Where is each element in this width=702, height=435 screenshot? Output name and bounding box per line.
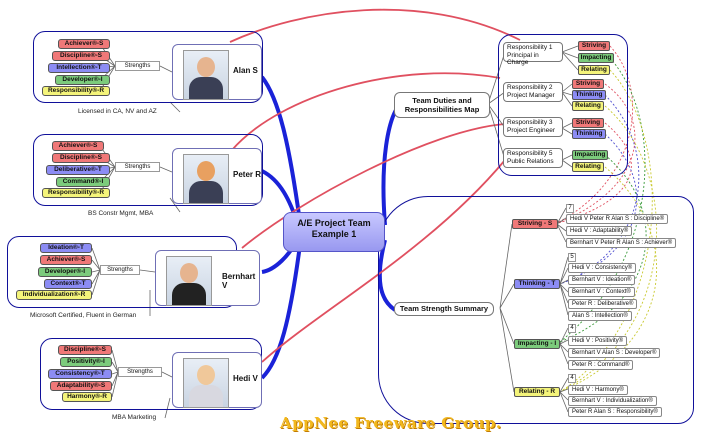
duties-title[interactable]: Team Duties and Responsibilities Map (394, 92, 490, 118)
summary-item[interactable]: Hedi V Peter R Alan S : Discipline® (566, 214, 669, 224)
strength-pill[interactable]: Achiever®-S (40, 255, 92, 265)
strength-pill[interactable]: Command®-I (56, 177, 110, 187)
person-peter[interactable]: Peter R (172, 148, 262, 204)
summary-item[interactable]: Hedi V : Harmony® (568, 385, 628, 395)
summary-item[interactable]: Hedi V : Consistency® (568, 263, 637, 273)
duty-tag[interactable]: Impacting (572, 150, 608, 160)
summary-item[interactable]: Bernhart V : Individualization® (568, 396, 657, 406)
branch-summary (377, 239, 397, 312)
person-name: Hedi V (233, 374, 258, 383)
strength-pill[interactable]: Adaptability®-S (50, 381, 112, 391)
branch-hedi (260, 244, 302, 380)
duty-tag[interactable]: Relating (578, 65, 610, 75)
frame-peter (33, 134, 263, 206)
relation-bernhart (241, 123, 506, 249)
duty-tag[interactable]: Relating (572, 101, 604, 111)
note-alan: Licensed in CA, NV and AZ (78, 108, 157, 115)
person-name: Alan S (233, 66, 258, 75)
summary-title[interactable]: Team Strength Summary (394, 302, 494, 316)
dotted-link-8 (559, 133, 637, 285)
strength-pill[interactable]: Context®-T (44, 279, 92, 289)
central-title: A/E Project Team Example 1 (297, 218, 371, 239)
duty-tag[interactable]: Relating (572, 162, 604, 172)
branch-alan (260, 75, 302, 223)
duty-tag[interactable]: Thinking (572, 129, 606, 139)
strength-pill[interactable]: Harmony®-R (62, 392, 112, 402)
responsibility-node[interactable]: Responsibility 3 Project Engineer (503, 117, 563, 137)
summary-item[interactable]: Bernhart V Peter R Alan S : Achiever® (566, 238, 677, 248)
person-hedi[interactable]: Hedi V (172, 352, 262, 408)
frame-duties (498, 34, 628, 176)
strength-pill[interactable]: Developer®-I (38, 267, 92, 277)
strength-pill[interactable]: Deliberative®-T (46, 165, 110, 175)
photo-bernhart (166, 256, 212, 306)
photo-hedi (183, 358, 229, 408)
group-count: 4 (568, 374, 576, 383)
summary-item[interactable]: Hedi V : Adaptability® (566, 226, 633, 236)
summary-item[interactable]: Bernhart V : Context® (568, 287, 635, 297)
person-name: Peter R (233, 170, 262, 179)
strength-pill[interactable]: Responsibility®-R (42, 86, 110, 96)
strengths-label-bernhart[interactable]: Strengths (100, 265, 140, 275)
frame-alan (33, 31, 263, 103)
summary-item[interactable]: Alan S : Intellection® (568, 311, 632, 321)
strength-pill[interactable]: Developer®-I (55, 75, 110, 85)
relation-peter (231, 72, 501, 151)
summary-group[interactable]: Thinking - T (514, 279, 560, 289)
responsibility-node[interactable]: Responsibility 2 Project Manager (503, 82, 563, 102)
group-count: 4 (568, 324, 576, 333)
strength-pill[interactable]: Intellection®-T (48, 63, 110, 73)
right-connectors (487, 45, 579, 413)
strength-pill[interactable]: Achiever®-S (58, 39, 110, 49)
duty-tag[interactable]: Thinking (572, 90, 606, 100)
summary-group[interactable]: Relating - R (514, 387, 560, 397)
summary-item[interactable]: Peter R : Command® (568, 360, 634, 370)
summary-item[interactable]: Hedi V : Positivity® (568, 336, 628, 346)
dotted-link-9 (559, 154, 647, 343)
strength-pill[interactable]: Responsibility®-R (42, 188, 110, 198)
strength-pill[interactable]: Positivity®-I (60, 357, 112, 367)
group-count: 7 (566, 204, 574, 213)
duty-tag[interactable]: Striving (578, 41, 610, 51)
strengths-label-peter[interactable]: Strengths (115, 162, 160, 172)
person-name: Bernhart V (222, 272, 256, 290)
strength-pill[interactable]: Individualization®-R (16, 290, 92, 300)
responsibility-node[interactable]: Responsibility 5 Public Relations (503, 148, 563, 168)
summary-item[interactable]: Bernhart V : Ideation® (568, 275, 636, 285)
relation-hedi (261, 159, 506, 363)
strength-pill[interactable]: Discipline®-S (52, 153, 110, 163)
person-bernhart[interactable]: Bernhart V (155, 250, 260, 306)
dotted-link-5 (559, 94, 640, 285)
summary-group[interactable]: Striving - S (512, 219, 558, 229)
strength-pill[interactable]: Ideation®-T (40, 243, 92, 253)
note-bernhart: Microsoft Certified, Fluent in German (30, 312, 137, 319)
photo-peter (183, 154, 229, 204)
strengths-label-alan[interactable]: Strengths (115, 61, 160, 71)
photo-alan (183, 50, 229, 100)
person-alan[interactable]: Alan S (172, 44, 262, 100)
watermark-text: AppNee Freeware Group. (280, 414, 502, 432)
relation-alan (229, 8, 521, 43)
summary-group[interactable]: Impacting - I (514, 339, 560, 349)
note-peter: BS Constr Mgmt, MBA (88, 210, 154, 217)
duty-tag[interactable]: Striving (572, 118, 604, 128)
frame-summary (378, 196, 694, 424)
strength-pill[interactable]: Discipline®-S (52, 51, 110, 61)
central-topic[interactable]: A/E Project Team Example 1 (283, 212, 385, 252)
strengths-label-hedi[interactable]: Strengths (118, 367, 162, 377)
responsibility-node[interactable]: Responsibility 1 Principal in Charge (503, 42, 563, 66)
strength-pill[interactable]: Discipline®-S (58, 345, 112, 355)
dotted-link-4 (554, 83, 636, 225)
strength-pill[interactable]: Consistency®-T (48, 369, 112, 379)
duty-tag[interactable]: Striving (572, 79, 604, 89)
duty-tag[interactable]: Impacting (578, 53, 614, 63)
group-count: 5 (568, 253, 576, 262)
dotted-link-1 (554, 45, 634, 225)
summary-item[interactable]: Peter R : Deliberative® (568, 299, 638, 309)
note-hedi: MBA Marketing (112, 414, 157, 421)
summary-item[interactable]: Bernhart V Alan S : Developer® (568, 348, 661, 358)
strength-pill[interactable]: Achiever®-S (52, 141, 104, 151)
summary-item[interactable]: Peter R Alan S : Responsibility® (568, 407, 662, 417)
